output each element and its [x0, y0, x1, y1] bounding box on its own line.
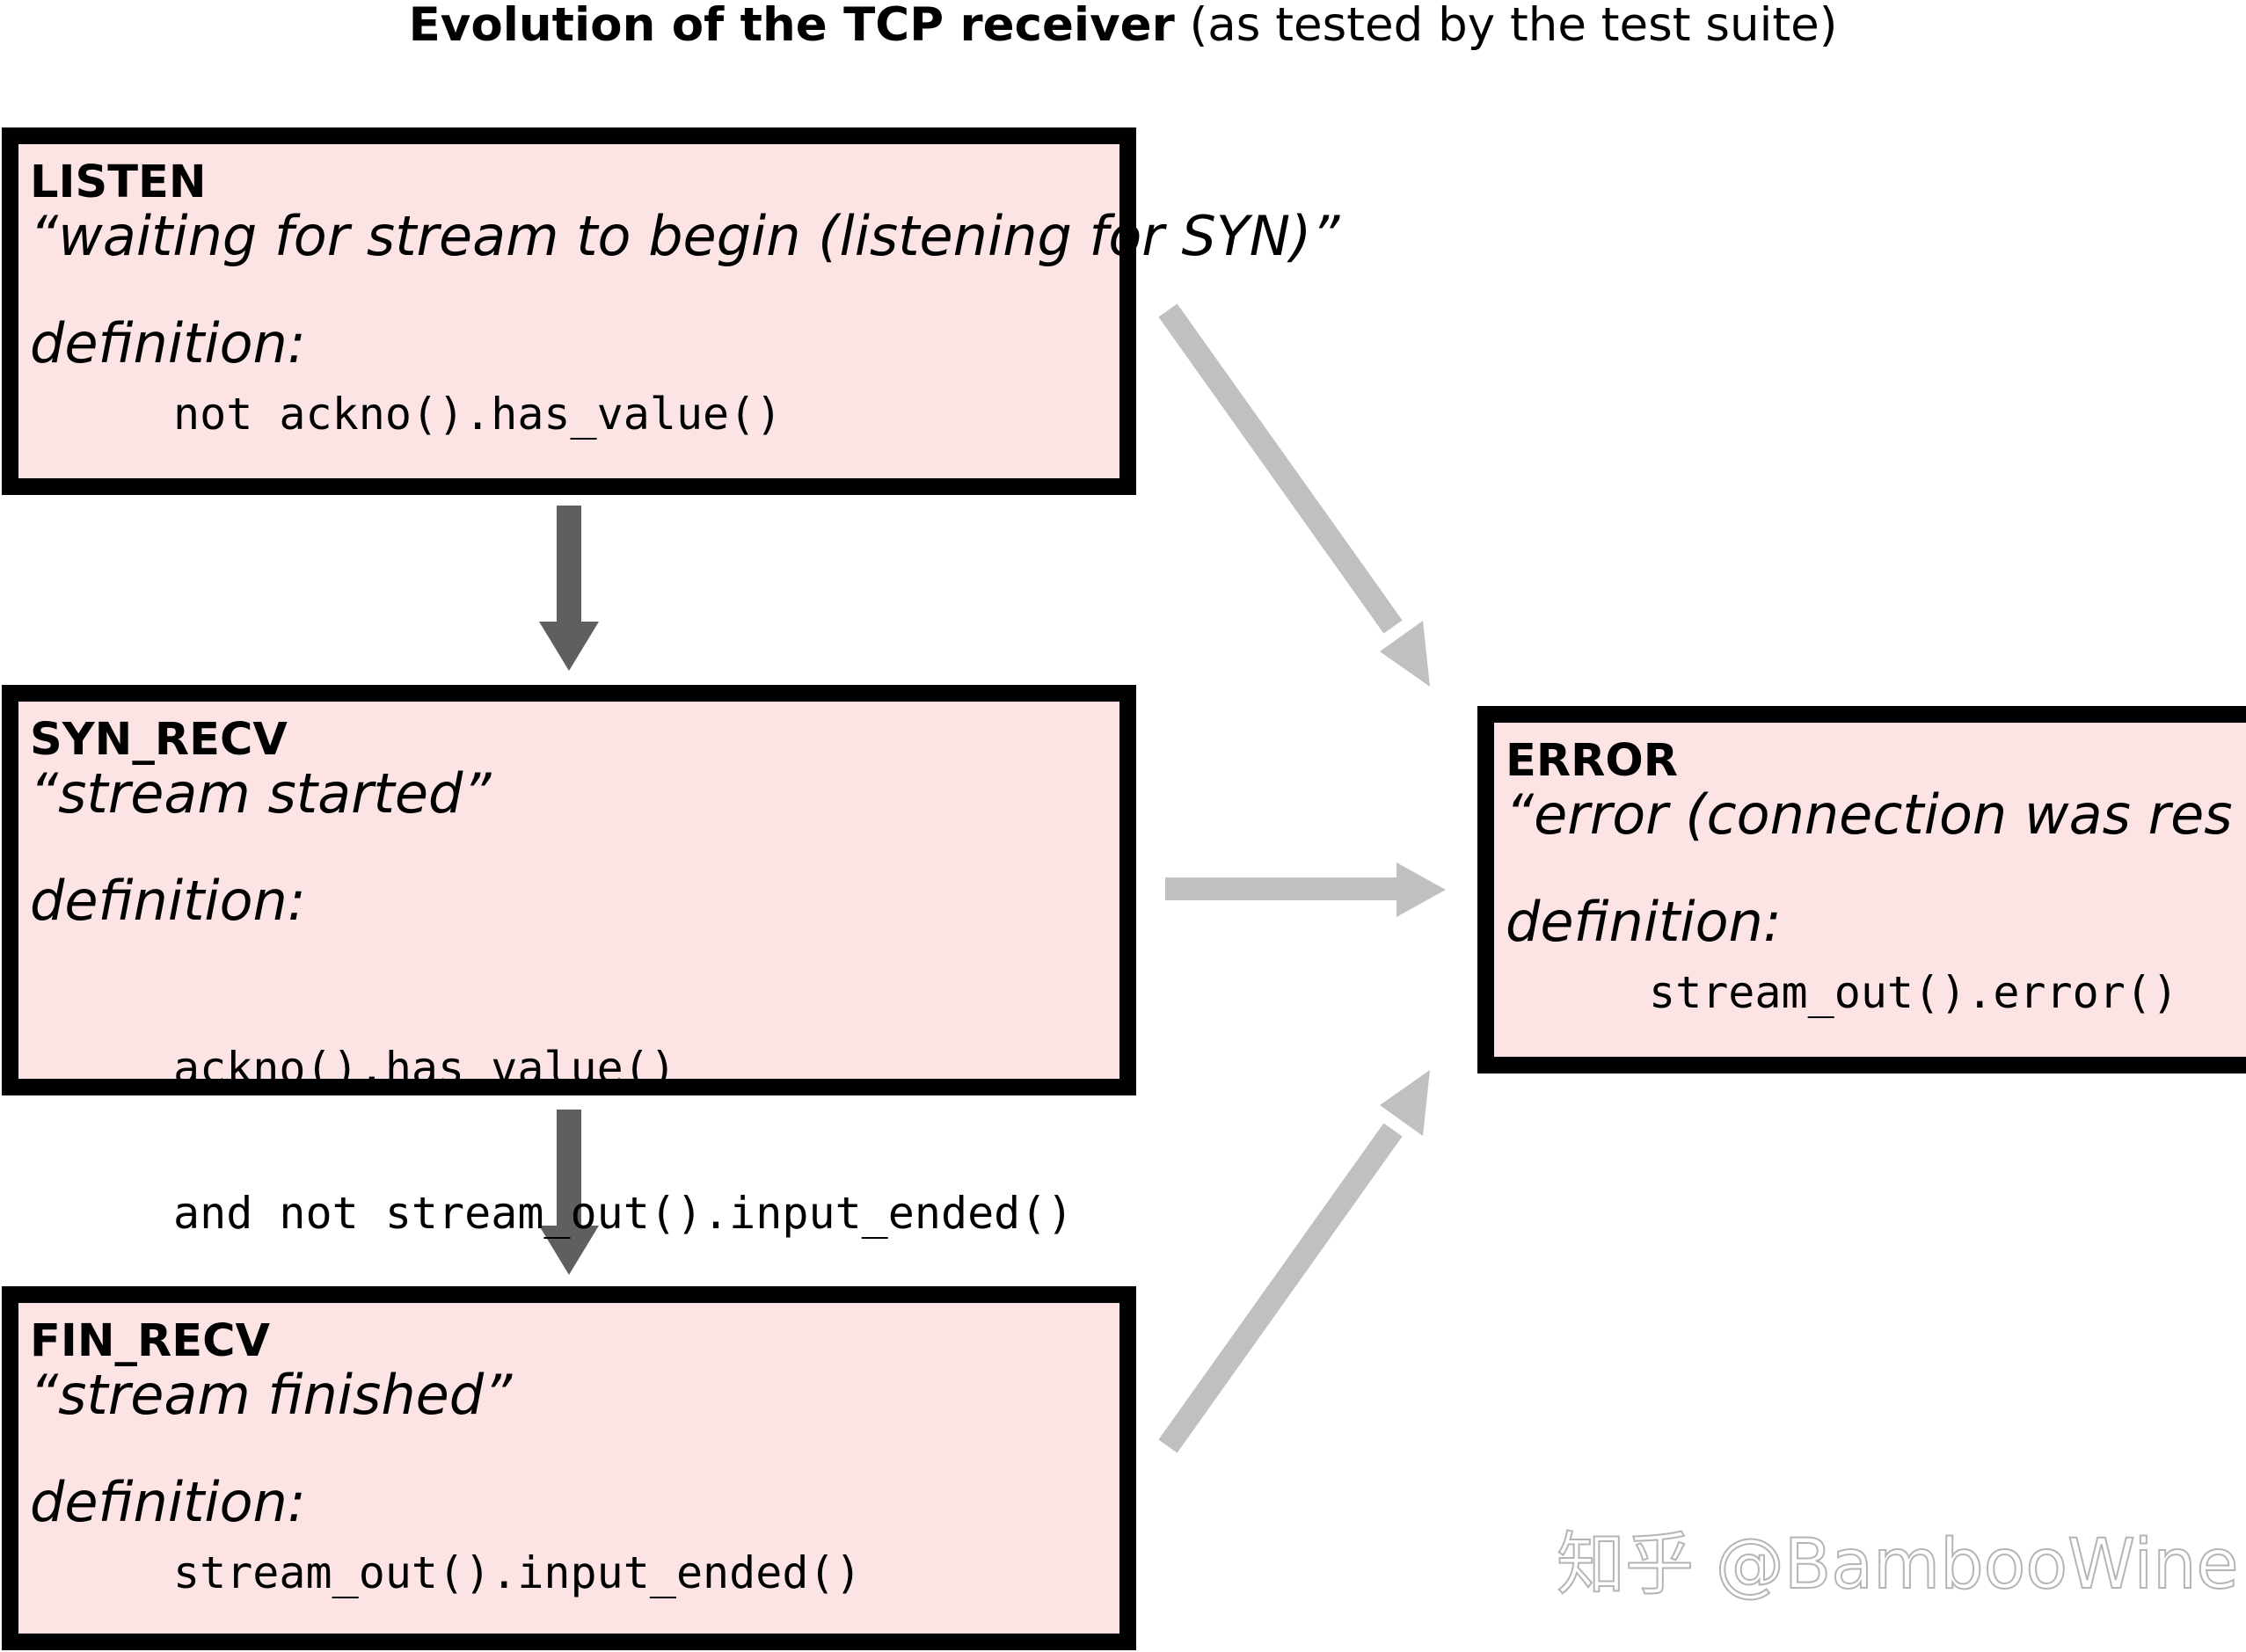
definition-code: not ackno().has_value() — [173, 390, 782, 439]
state-name: ERROR — [1506, 735, 1679, 787]
state-error: ERROR “error (connection was res definit… — [1477, 706, 2246, 1073]
state-description: “stream started” — [30, 761, 492, 826]
title-main: Evolution of the TCP receiver — [408, 0, 1175, 52]
state-name: SYN_RECV — [30, 714, 288, 766]
definition-line: not ackno().has_value() — [173, 389, 783, 440]
definition-code: stream_out().input_ended() — [173, 1549, 862, 1597]
arrow-listen-to-error — [1158, 303, 1430, 687]
definition-code: stream_out().error() — [1649, 969, 2178, 1017]
state-name: LISTEN — [30, 156, 207, 208]
arrow-syn-recv-to-fin-recv — [539, 1110, 599, 1275]
definition-label: definition: — [30, 869, 306, 933]
diagram-title: Evolution of the TCP receiver (as tested… — [0, 0, 2246, 53]
state-description: “stream finished” — [30, 1363, 513, 1427]
definition-line: and not stream_out().input_ended() — [173, 1188, 1074, 1239]
state-syn-recv: SYN_RECV “stream started” definition: ac… — [2, 685, 1136, 1238]
state-name: FIN_RECV — [30, 1315, 271, 1367]
arrow-listen-to-syn-recv — [539, 506, 599, 671]
definition-code: ackno().has_value() and not stream_out()… — [173, 948, 1074, 1335]
state-listen: LISTEN “waiting for stream to begin (lis… — [2, 127, 1339, 495]
definition-label: definition: — [30, 1470, 306, 1534]
state-description: “waiting for stream to begin (listening … — [30, 204, 1340, 268]
definition-label: definition: — [1506, 890, 1782, 954]
title-subtitle: (as tested by the test suite) — [1189, 0, 1838, 52]
state-description: “error (connection was res — [1506, 782, 2233, 847]
watermark: 知乎 @BambooWine — [1556, 1525, 2240, 1605]
definition-label: definition: — [30, 311, 306, 375]
definition-line: stream_out().error() — [1649, 967, 2179, 1018]
definition-line: ackno().has_value() — [173, 1043, 676, 1094]
arrow-syn-recv-to-error — [1165, 862, 1446, 917]
definition-line: stream_out().input_ended() — [173, 1547, 862, 1598]
arrow-fin-recv-to-error — [1158, 1070, 1430, 1453]
state-fin-recv: FIN_RECV “stream finished” definition: s… — [2, 1286, 1136, 1650]
